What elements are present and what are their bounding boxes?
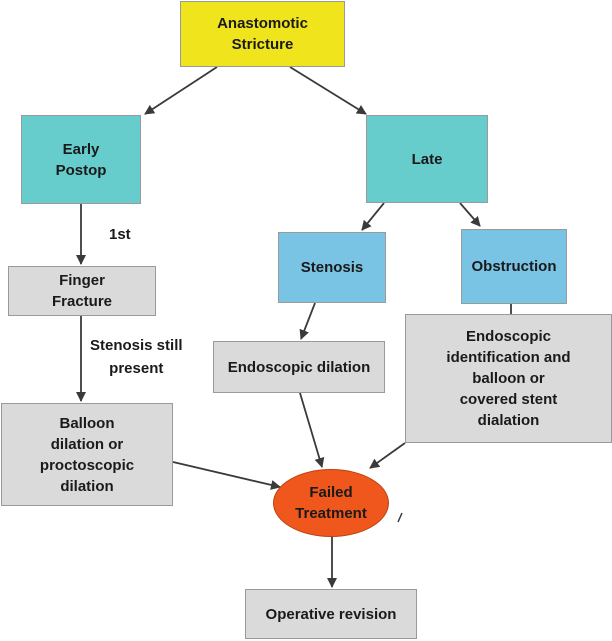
node-label: Anastomotic Stricture [217,15,308,53]
node-failed-treatment: Failed Treatment [273,469,389,537]
node-label: Early Postop [55,140,107,179]
node-balloon-dilation: Balloon dilation or proctoscopic dilatio… [1,403,173,506]
arrow-late-to-obstruction [459,202,481,227]
node-label: Late [411,150,443,168]
arrow-late-to-stenosis [361,202,385,231]
stray-mark [397,512,403,523]
arrow-balloon-to-failed [172,461,281,490]
arrow-endo-dilation-to-failed [299,392,325,468]
node-finger-fracture: Finger Fracture [8,266,156,316]
node-stenosis: Stenosis [278,232,386,303]
node-anastomotic-stricture: Anastomotic Stricture [180,1,345,67]
arrow-root-to-early [144,66,218,115]
node-label: Stenosis [300,259,364,276]
node-operative-revision: Operative revision [245,589,417,639]
arrow-stenosis-to-endo-dilation [299,302,316,340]
edge-label-first: 1st [109,226,131,243]
node-label: Balloon dilation or proctoscopic dilatio… [39,414,135,495]
node-early-postop: Early Postop [21,115,141,204]
edge-label-stenosis-still-present: Stenosis still present [90,337,183,377]
node-endoscopic-identification: Endoscopic identification and balloon or… [405,314,612,443]
node-label: Obstruction [471,258,557,275]
node-label: Operative revision [265,605,397,623]
node-late: Late [366,115,488,203]
node-endoscopic-dilation: Endoscopic dilation [213,341,385,393]
node-label: Finger Fracture [51,272,113,310]
node-obstruction: Obstruction [461,229,567,304]
node-label: Endoscopic identification and balloon or… [446,328,571,429]
node-label: Endoscopic dilation [227,358,371,376]
arrow-endo-ident-to-failed [369,442,406,469]
node-label: Failed Treatment [295,484,367,522]
arrow-root-to-late [289,66,367,115]
